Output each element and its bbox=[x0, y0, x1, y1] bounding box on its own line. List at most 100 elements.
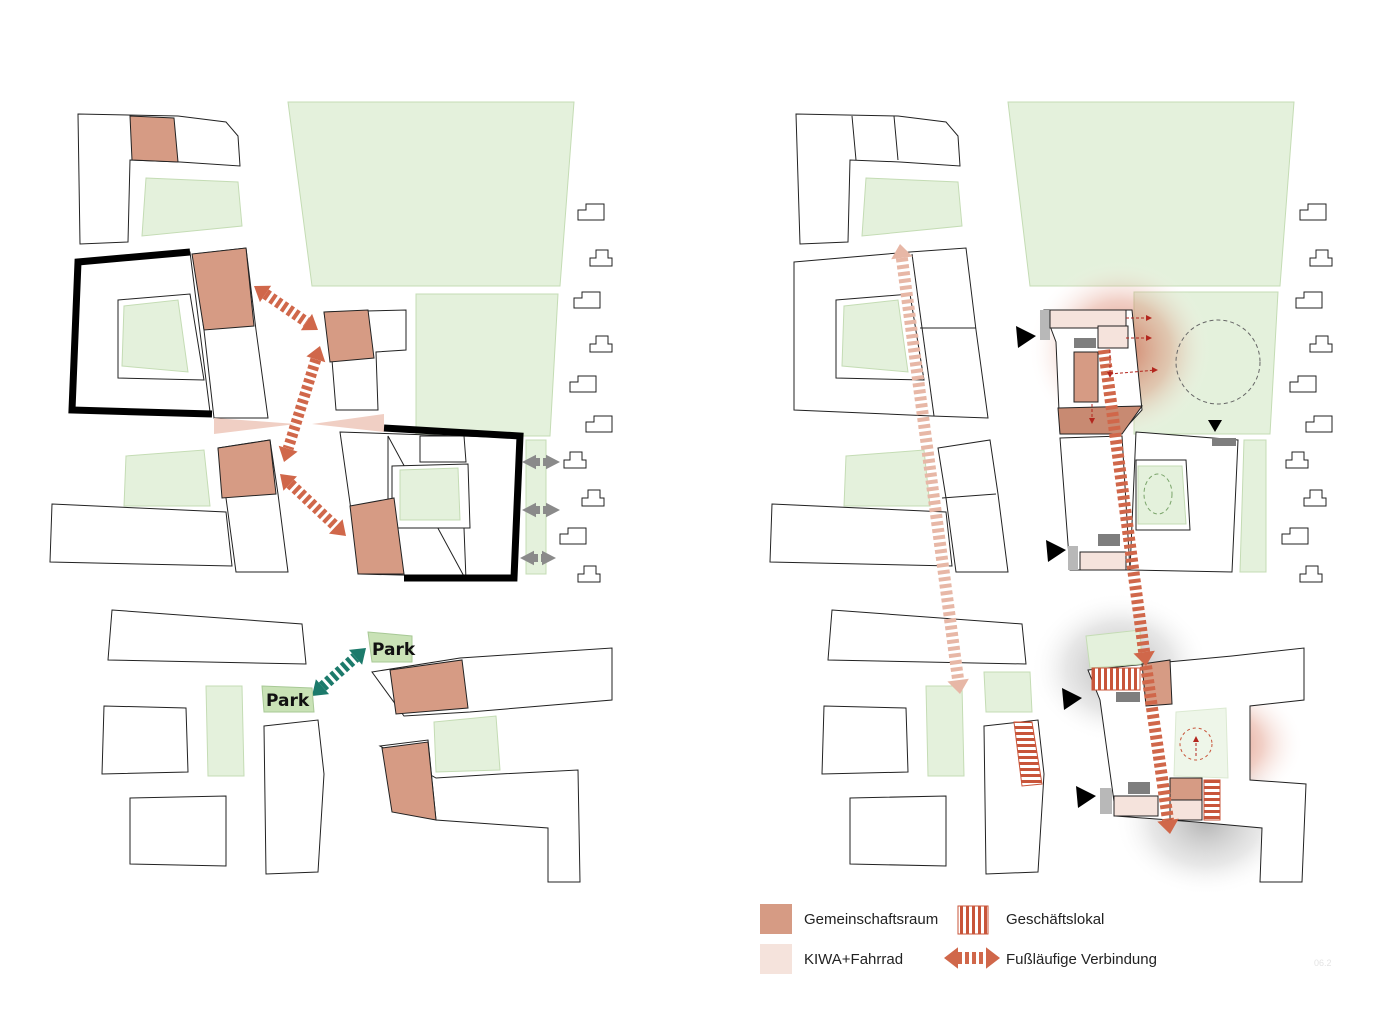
kiwa-bike-room bbox=[1113, 795, 1159, 817]
green-courtyard bbox=[1173, 707, 1229, 779]
dashed-circle bbox=[1179, 727, 1213, 761]
small-house bbox=[1299, 203, 1327, 221]
dashed-circle bbox=[1143, 473, 1173, 515]
building-line bbox=[893, 115, 899, 161]
arrow-shaft bbox=[1098, 349, 1151, 653]
connection-arrows-right bbox=[891, 244, 1179, 834]
small-house bbox=[563, 451, 587, 469]
small-house bbox=[589, 249, 613, 267]
highlight-outline bbox=[68, 248, 213, 418]
grey-two-way-arrows bbox=[520, 454, 560, 566]
connection-arrows-left bbox=[254, 285, 366, 696]
green-space bbox=[925, 685, 965, 777]
arrowhead-icon bbox=[278, 445, 298, 462]
connection-arrow bbox=[1140, 665, 1179, 834]
legend-swatch-shop bbox=[957, 905, 989, 935]
arrowhead-icon bbox=[1157, 818, 1179, 834]
small-houses-right bbox=[1281, 203, 1333, 583]
building-outline bbox=[263, 719, 325, 875]
green-courtyard bbox=[843, 449, 931, 507]
small-house bbox=[573, 291, 601, 309]
shop-unit bbox=[1091, 667, 1141, 691]
green-space bbox=[205, 685, 245, 777]
arrow-shaft bbox=[282, 357, 322, 451]
axis-wedge bbox=[312, 414, 384, 432]
small-house bbox=[1309, 335, 1333, 353]
community-room bbox=[349, 497, 405, 575]
park-tag-right bbox=[367, 631, 413, 663]
small-house bbox=[1309, 249, 1333, 267]
small-house bbox=[1299, 565, 1323, 583]
arrow-shaft bbox=[318, 653, 360, 691]
green-courtyard bbox=[841, 299, 909, 373]
connection-arrow bbox=[280, 474, 346, 536]
building-outline bbox=[769, 503, 953, 567]
community-room bbox=[389, 659, 469, 715]
arrowhead-icon bbox=[329, 519, 346, 536]
green-space bbox=[983, 671, 1033, 713]
legend-label-connection: Fußläufige Verbindung bbox=[1006, 951, 1157, 968]
grey-service-zone bbox=[1074, 338, 1096, 348]
legend-connection-arrow-icon bbox=[944, 947, 1000, 969]
community-room bbox=[1073, 351, 1099, 403]
arrowhead-icon bbox=[1146, 335, 1152, 341]
small-house bbox=[1289, 375, 1317, 393]
small-red-arrowheads bbox=[1089, 315, 1199, 742]
small-house bbox=[577, 203, 605, 221]
green-space bbox=[415, 293, 559, 437]
grey-service-zone bbox=[1100, 788, 1112, 814]
arrowhead-icon bbox=[1133, 650, 1155, 666]
double-arrow-icon bbox=[520, 550, 556, 566]
legend-label-kiwa: KIWA+Fahrrad bbox=[804, 951, 903, 968]
park-text-right: Park bbox=[372, 640, 416, 660]
community-room bbox=[191, 247, 255, 331]
highlight-outline bbox=[383, 424, 524, 582]
community-room bbox=[129, 115, 179, 163]
arrowhead-icon bbox=[300, 313, 318, 331]
connection-arrow bbox=[1098, 349, 1155, 666]
arrow-shaft bbox=[895, 257, 965, 681]
axis-wedge bbox=[214, 418, 296, 434]
page-number: 06.2 bbox=[1314, 958, 1332, 968]
community-room bbox=[323, 309, 375, 363]
legend-swatch-kiwa bbox=[760, 944, 792, 974]
entrance-triangle-icon bbox=[1208, 420, 1222, 432]
park-label-left: Park bbox=[261, 685, 315, 713]
small-houses-left bbox=[559, 203, 613, 583]
community-room bbox=[217, 439, 277, 499]
entrance-triangle-icon bbox=[1046, 540, 1066, 562]
arrowhead-icon bbox=[546, 454, 560, 470]
connection-arrow bbox=[254, 285, 318, 331]
arrowhead-icon bbox=[944, 947, 958, 969]
green-courtyard bbox=[433, 715, 501, 773]
dashed-circle bbox=[1175, 319, 1261, 405]
kiwa-bike-room bbox=[1079, 551, 1127, 571]
shop-unit bbox=[1013, 721, 1043, 787]
building-outline bbox=[49, 503, 233, 567]
building-outline bbox=[123, 449, 211, 507]
arrowhead-icon bbox=[947, 678, 969, 694]
arrow-shaft bbox=[1140, 665, 1174, 821]
arrowhead-icon bbox=[348, 648, 366, 665]
community-room bbox=[381, 741, 437, 821]
building-line bbox=[911, 253, 935, 417]
shop-unit bbox=[1203, 779, 1221, 821]
arrowhead-icon bbox=[1193, 736, 1199, 742]
small-house bbox=[577, 565, 601, 583]
arrowhead-icon bbox=[520, 550, 534, 566]
grey-service-zone bbox=[1128, 782, 1150, 794]
entrance-triangle-icon bbox=[1062, 688, 1082, 710]
legend-swatch-community bbox=[760, 904, 792, 934]
building-outline bbox=[827, 609, 1027, 665]
building-outline bbox=[101, 705, 189, 775]
building-outline bbox=[129, 795, 227, 867]
dashed-arrow-icon bbox=[1109, 369, 1157, 375]
arrowhead-icon bbox=[1107, 372, 1113, 378]
park-label-right: Park bbox=[367, 631, 416, 663]
small-house bbox=[1305, 415, 1333, 433]
arrowhead-icon bbox=[1152, 367, 1158, 373]
green-courtyard bbox=[1137, 465, 1187, 525]
building-outline bbox=[107, 609, 307, 665]
small-house bbox=[1295, 291, 1323, 309]
